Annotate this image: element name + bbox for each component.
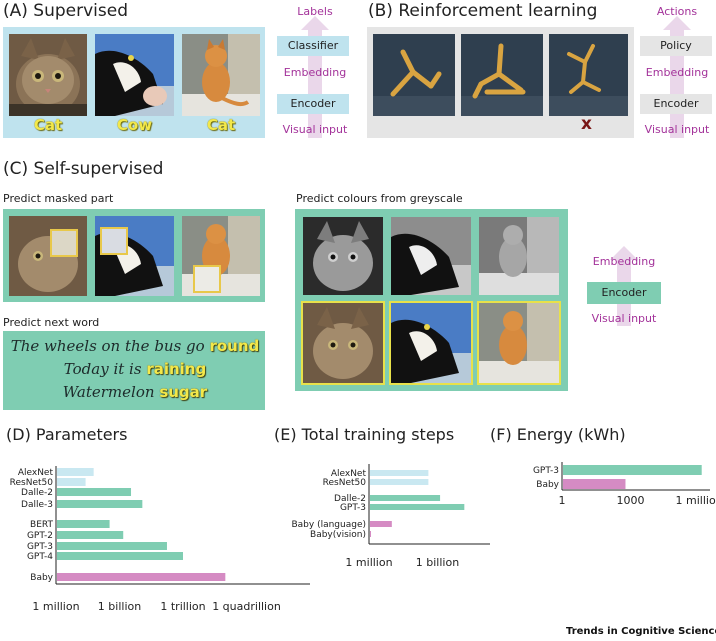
bar-label: GPT-3 — [27, 542, 53, 552]
grey-cat-image — [303, 217, 383, 295]
bar — [370, 495, 441, 501]
bar — [57, 468, 94, 476]
bar — [370, 479, 429, 485]
tick-label: 1 — [559, 494, 566, 507]
sentence-1: The wheels on the bus go round — [10, 337, 260, 355]
labels-text: Labels — [297, 5, 333, 18]
bar — [563, 479, 626, 489]
embedding-text-b: Embedding — [645, 66, 709, 79]
bar — [57, 531, 124, 539]
bar-label: GPT-2 — [27, 531, 53, 541]
visual-input-text-b: Visual input — [644, 123, 710, 136]
walker-frame-3 — [549, 34, 628, 116]
bar-label: Dalle-2 — [21, 488, 53, 498]
orange-cat-image — [182, 34, 260, 116]
sentence-1-word: round — [209, 337, 260, 355]
bar — [57, 542, 167, 550]
colour-cow-image — [389, 301, 473, 385]
colour-cat-image — [301, 301, 385, 385]
bar-label: Baby (language) — [291, 520, 366, 530]
bar-label: GPT-3 — [340, 503, 366, 513]
bar — [57, 552, 183, 560]
next-word-box — [3, 331, 265, 410]
classifier-box: Classifier — [277, 36, 349, 56]
sentence-2-text: Today it is — [63, 360, 142, 378]
sentence-3: Watermelon sugar — [10, 383, 260, 401]
bar — [57, 573, 226, 581]
grey-cow-image — [391, 217, 471, 295]
bar-label: BERT — [30, 520, 53, 530]
bar — [57, 520, 110, 528]
panel-a-title: (A) Supervised — [3, 1, 128, 21]
bar-label: AlexNet — [18, 468, 54, 478]
bar-label: Baby — [30, 573, 53, 583]
cat-image — [9, 34, 87, 116]
tick-label: 1 quadrillion — [212, 600, 281, 613]
panel-c-title: (C) Self-supervised — [3, 159, 164, 179]
encoder-box-b: Encoder — [640, 94, 712, 114]
chart-parameters: (D) ParametersAlexNetResNet50Dalle-2Dall… — [6, 425, 310, 613]
bar-label: ResNet50 — [10, 478, 54, 488]
bar-label: GPT-3 — [533, 466, 559, 476]
bar-label: GPT-4 — [27, 552, 53, 562]
caption-cow: Cow — [116, 116, 153, 134]
panel-b-title: (B) Reinforcement learning — [368, 1, 598, 21]
tick-label: 1 million — [676, 494, 716, 507]
next-word-title: Predict next word — [3, 316, 100, 329]
bar-label: ResNet50 — [323, 478, 367, 488]
bar — [57, 500, 143, 508]
journal-footer: Trends in Cognitive Sciences — [566, 626, 716, 637]
cow-image — [95, 34, 174, 116]
colour-title: Predict colours from greyscale — [296, 192, 463, 205]
masked-part-title: Predict masked part — [3, 192, 114, 205]
sentence-2-word: raining — [146, 360, 207, 378]
tick-label: 1 million — [32, 600, 79, 613]
sentence-2: Today it is raining — [10, 360, 260, 378]
bar-label: Dalle-2 — [334, 494, 366, 504]
embedding-text-a: Embedding — [283, 66, 347, 79]
tick-label: 1 billion — [416, 556, 459, 569]
chart-title: (F) Energy (kWh) — [490, 425, 626, 444]
sentence-3-word: sugar — [159, 383, 208, 401]
policy-box: Policy — [640, 36, 712, 56]
bar — [370, 521, 392, 527]
caption-cat-2: Cat — [206, 116, 236, 134]
encoder-box-c: Encoder — [587, 282, 661, 304]
tick-label: 1 trillion — [160, 600, 205, 613]
bar — [370, 470, 429, 476]
walker-frame-2 — [461, 34, 543, 116]
colour-orange-cat-image — [477, 301, 561, 385]
chart-title: (D) Parameters — [6, 425, 127, 444]
chart-training-steps: (E) Total training stepsAlexNetResNet50D… — [274, 425, 490, 569]
tick-label: 1 million — [345, 556, 392, 569]
chart-title: (E) Total training steps — [274, 425, 454, 444]
embedding-text-c: Embedding — [592, 255, 656, 268]
sentence-3-text: Watermelon — [62, 383, 155, 401]
bar-label: Dalle-3 — [21, 500, 53, 510]
actions-text: Actions — [656, 5, 698, 18]
bar — [370, 504, 465, 510]
bar — [57, 478, 86, 486]
visual-input-text-c: Visual input — [591, 312, 657, 325]
failure-mark: x — [581, 114, 592, 134]
bar — [563, 465, 702, 475]
bar-label: AlexNet — [331, 469, 367, 479]
grey-orange-cat-image — [479, 217, 559, 295]
visual-input-text-a: Visual input — [282, 123, 348, 136]
bar — [57, 488, 132, 496]
caption-cat-1: Cat — [33, 116, 63, 134]
sentence-1-text: The wheels on the bus go — [10, 337, 205, 355]
masked-cow-image — [95, 216, 174, 296]
bar-label: Baby(vision) — [310, 530, 366, 540]
bar-label: Baby — [536, 480, 559, 490]
tick-label: 1 billion — [98, 600, 141, 613]
encoder-box-a: Encoder — [277, 94, 349, 114]
masked-cat-image — [9, 216, 87, 296]
bar — [370, 531, 371, 537]
tick-label: 1000 — [617, 494, 645, 507]
walker-frame-1 — [373, 34, 455, 116]
masked-orange-cat-image — [182, 216, 260, 296]
